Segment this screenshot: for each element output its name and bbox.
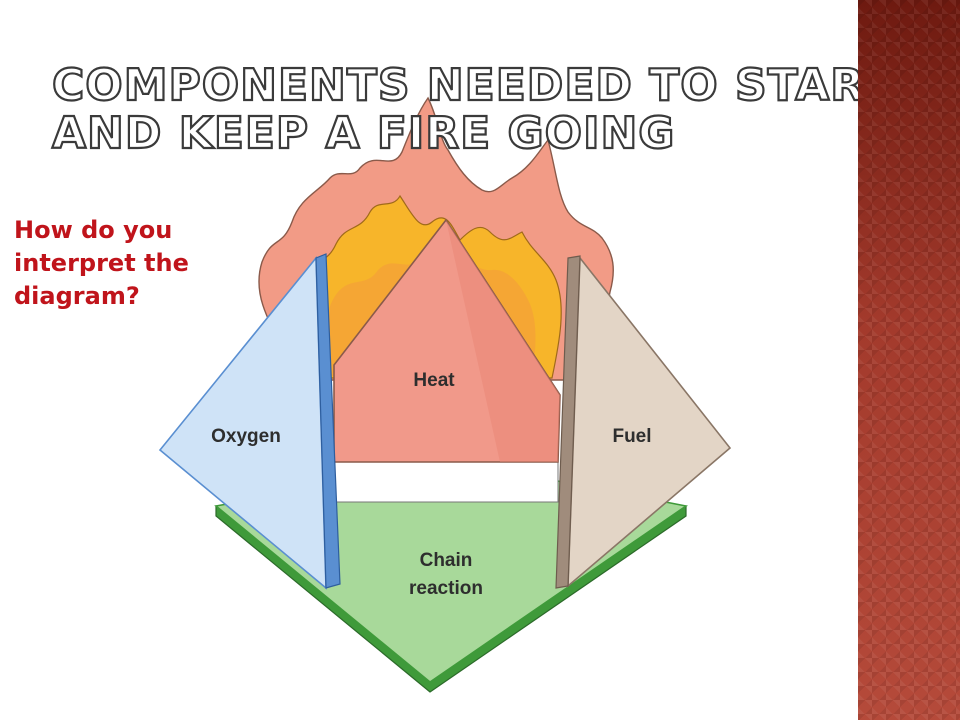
question-line1: How do you — [14, 216, 173, 244]
discussion-question: How do you interpret the diagram? — [14, 214, 254, 313]
heat-label: Heat — [413, 370, 455, 391]
question-line3: diagram? — [14, 282, 140, 310]
fuel-edge — [555, 255, 581, 589]
fuel-label: Fuel — [612, 426, 651, 447]
decorative-side-band — [858, 0, 960, 720]
heat-face-shade — [446, 220, 560, 462]
slide-title-line2: and keep a fire going — [51, 108, 676, 159]
gap-band — [333, 461, 559, 503]
slide-title-line1: Components needed to start — [51, 60, 895, 111]
chain-reaction-label-line1: Chain — [420, 550, 473, 571]
question-line2: interpret the — [14, 249, 189, 277]
oxygen-edge — [315, 253, 341, 589]
oxygen-label: Oxygen — [211, 426, 281, 447]
chain-reaction-label-line2: reaction — [409, 578, 483, 599]
slide-title: Components needed to start and keep a fi… — [51, 60, 895, 159]
